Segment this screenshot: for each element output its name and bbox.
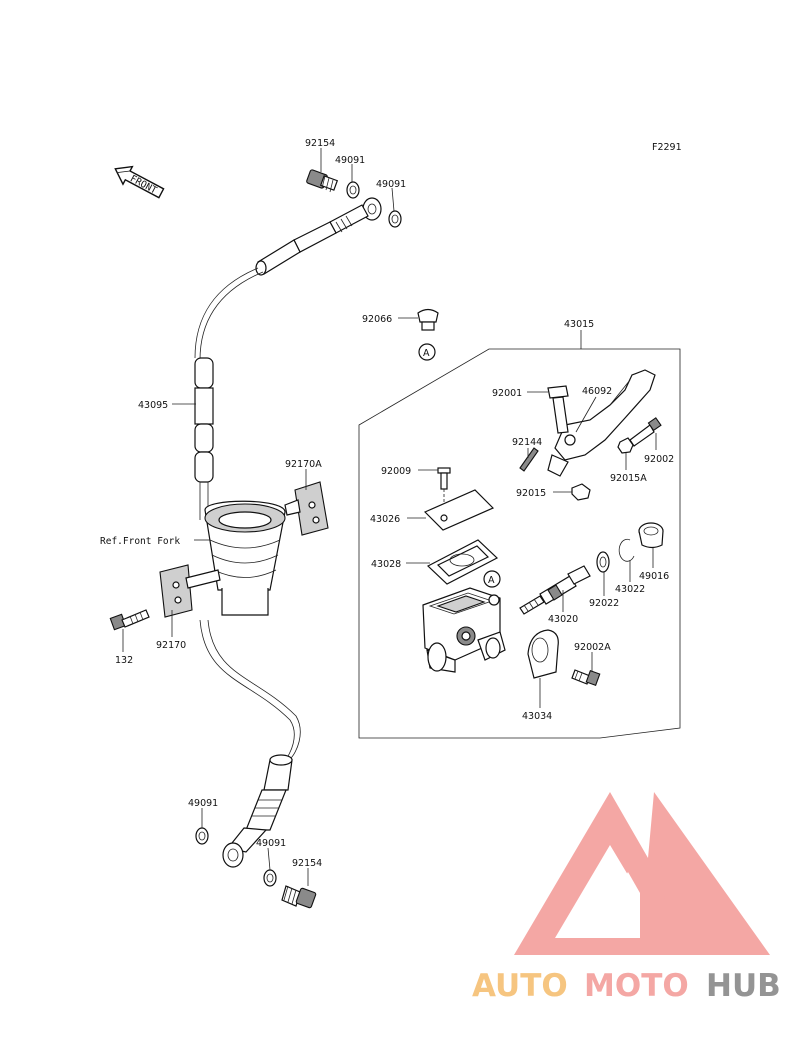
front-fork-ref: [204, 500, 286, 616]
logo-moto-text: MOTO: [584, 968, 689, 1004]
banjo-bolt-top: [306, 169, 339, 193]
marker-a-top: [418, 343, 436, 361]
hose-fitting-top: [255, 197, 382, 276]
bolt-92002A: [571, 669, 601, 687]
label-92015A: 92015A: [610, 473, 647, 484]
washer-bottom-b: [263, 869, 277, 887]
label-49091-a: 49091: [335, 155, 365, 166]
bolt-92002: [617, 417, 662, 454]
label-92144: 92144: [512, 437, 542, 448]
label-132: 132: [115, 655, 133, 666]
label-46092: 46092: [582, 386, 612, 397]
nut-92015: [571, 483, 591, 501]
marker-a-top-label: A: [423, 348, 430, 359]
label-92001: 92001: [492, 388, 522, 399]
logo-auto-text: AUTO: [472, 968, 568, 1004]
label-92002A: 92002A: [574, 642, 611, 653]
washer-92022: [596, 551, 610, 573]
label-92022: 92022: [589, 598, 619, 609]
reservoir-cover: [423, 489, 495, 531]
cap-92066: [417, 308, 439, 331]
front-label: FRONT: [128, 173, 159, 196]
master-cylinder-body: [422, 587, 506, 673]
master-cylinder-box: [358, 348, 681, 739]
label-92170: 92170: [156, 640, 186, 651]
washer-top-a: [346, 181, 360, 199]
marker-a-body-label: A: [488, 575, 495, 586]
automotohub-logo: AUTO MOTO HUB: [472, 792, 781, 1004]
label-ref-front-fork: Ref.Front Fork: [100, 536, 180, 547]
label-43015: 43015: [564, 319, 594, 330]
washer-top-b: [388, 210, 402, 228]
label-92009: 92009: [381, 466, 411, 477]
label-49091-c: 49091: [188, 798, 218, 809]
pivot-bolt: [547, 385, 569, 434]
label-49016: 49016: [639, 571, 669, 582]
label-43026: 43026: [370, 514, 400, 525]
label-43028: 43028: [371, 559, 401, 570]
label-43022: 43022: [615, 584, 645, 595]
label-43020: 43020: [548, 614, 578, 625]
clamp-43034: [527, 629, 559, 679]
label-92154-bottom: 92154: [292, 858, 322, 869]
logo-hub-text: HUB: [706, 968, 781, 1004]
hose-bracket-upper: [284, 481, 329, 536]
bolt-132: [109, 609, 150, 631]
label-49091-b: 49091: [376, 179, 406, 190]
label-92002: 92002: [644, 454, 674, 465]
diagram-code: F2291: [652, 142, 682, 153]
brake-lever: [547, 369, 656, 477]
banjo-bolt-bottom: [281, 885, 317, 909]
hose-fitting-bottom: [222, 754, 293, 868]
label-92066: 92066: [362, 314, 392, 325]
label-49091-d: 49091: [256, 838, 286, 849]
diaphragm: [426, 539, 499, 585]
brake-hose-sleeve: [194, 357, 214, 483]
label-92154-top: 92154: [305, 138, 335, 149]
boot-49016: [638, 522, 664, 549]
pin-92144: [519, 447, 539, 472]
hose-bracket-lower: [159, 564, 221, 618]
circlip-43022: [618, 538, 635, 562]
washer-bottom-a: [195, 827, 209, 845]
label-43095: 43095: [138, 400, 168, 411]
marker-a-body: [483, 570, 501, 588]
front-arrow-icon: FRONT: [114, 165, 165, 199]
label-92170A: 92170A: [285, 459, 322, 470]
label-92015: 92015: [516, 488, 546, 499]
label-43034: 43034: [522, 711, 552, 722]
piston-kit: [519, 565, 591, 615]
